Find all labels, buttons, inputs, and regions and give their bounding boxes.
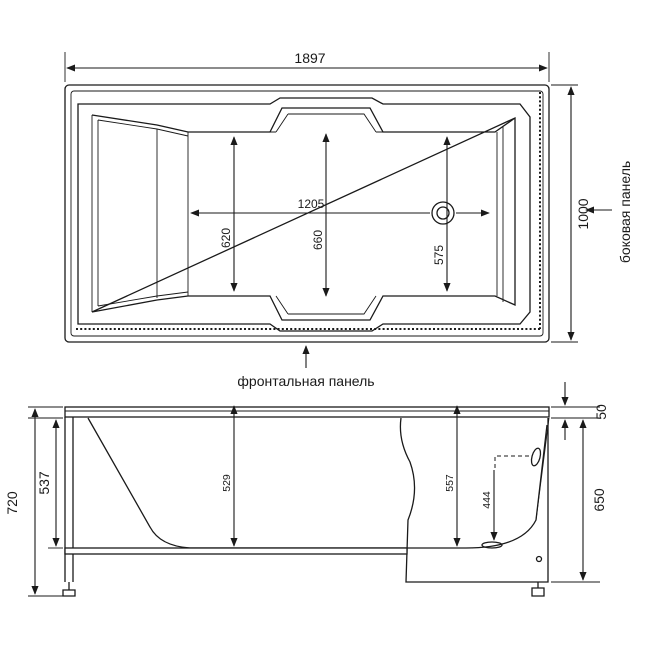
dim-inner-width-right: 575 [432,245,446,265]
dim-panel-height: 650 [591,488,607,512]
top-view: 1897 1205 620 660 575 [64,50,633,389]
panel-screw [535,555,543,563]
tub-rim-side [64,406,550,418]
side-view: 444 529 557 720 537 50 650 [4,382,609,597]
overflow-pipe [494,455,530,468]
dim-overflow-height: 444 [481,491,493,509]
bowl-profile [87,417,548,549]
frame-rail [64,547,408,555]
bowl-profile-right [535,417,550,521]
dim-rim-thickness: 50 [593,404,609,420]
tub-outer-rim [64,84,550,343]
overflow-fitting [530,447,542,467]
dim-inner-width-left: 620 [219,228,233,248]
armrest-recess [275,113,377,315]
dim-depth-right: 557 [444,474,456,492]
backrest-slope [97,119,189,307]
bowl-inner-edge [91,107,516,321]
dim-frame-height: 537 [36,471,52,495]
dim-inner-width-center: 660 [311,230,325,250]
leg-right [531,582,545,597]
drain-fitting [481,541,503,549]
bowl-floor-right [496,126,504,302]
drain-outer [431,201,455,225]
dim-depth-left: 529 [221,474,233,492]
side-panel-label: боковая панель [617,161,633,263]
tub-inner-rim [70,90,544,337]
bowl-outer-edge [77,97,531,332]
dim-overall-length: 1897 [294,50,325,66]
dim-overall-width: 1000 [575,198,591,229]
dim-inner-length: 1205 [298,197,325,211]
front-panel-label: фронтальная панель [237,373,374,389]
leg-left [62,582,76,597]
dim-total-height: 720 [4,491,20,515]
front-panel-cutaway [399,417,549,583]
